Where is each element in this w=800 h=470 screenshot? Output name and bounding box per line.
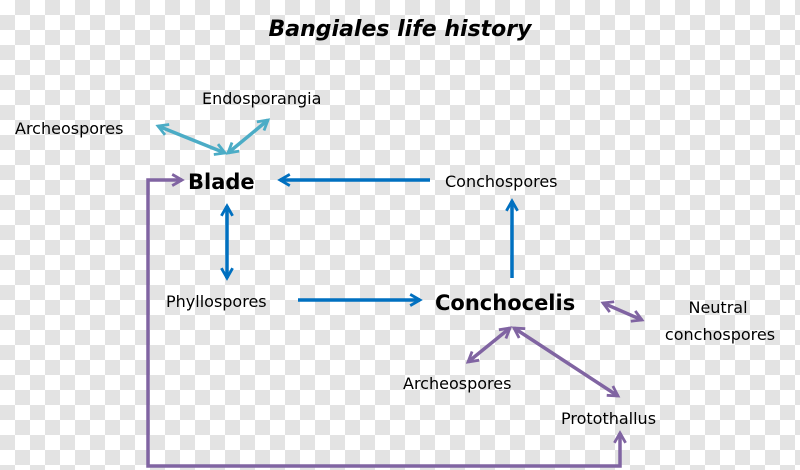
node-archeospores-bottom: Archeospores: [403, 374, 511, 393]
arrow-blade-endosporangia: [225, 118, 271, 155]
arrow-conchocelis-neutral: [600, 300, 645, 323]
node-endosporangia: Endosporangia: [202, 89, 321, 108]
node-archeospores-top: Archeospores: [15, 119, 123, 138]
node-protothallus: Protothallus: [561, 409, 656, 428]
node-blade: Blade: [188, 170, 255, 194]
node-phyllospores: Phyllospores: [166, 292, 267, 311]
node-neutral: Neutral: [688, 298, 747, 317]
node-conchocelis: Conchocelis: [435, 291, 575, 315]
arrow-conchocelis-archeospores: [465, 326, 513, 364]
arrow-protothallus-blade-loop: [146, 173, 627, 468]
arrow-blade-archeospores: [155, 123, 228, 156]
arrow-conchocelis-protothallus: [511, 326, 621, 398]
node-neutral-conchospores: conchospores: [665, 325, 775, 344]
node-conchospores: Conchospores: [445, 172, 558, 191]
diagram-title: Bangiales life history: [269, 17, 534, 42]
